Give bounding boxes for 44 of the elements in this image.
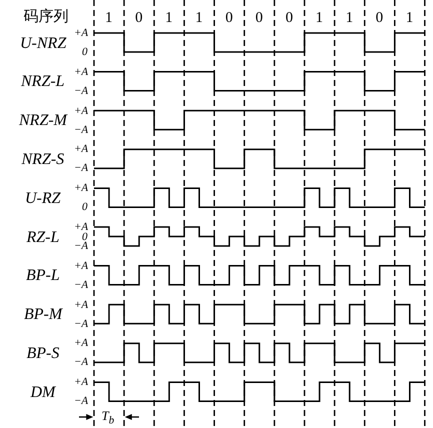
code-name: BP-L	[26, 268, 60, 284]
code-name: NRZ-L	[21, 74, 65, 90]
level-label: 0	[82, 202, 88, 212]
level-label: +A	[74, 377, 88, 388]
level-label: 0	[82, 232, 88, 242]
bit-value: 0	[225, 10, 233, 26]
level-label: −A	[74, 280, 88, 290]
bit-value: 1	[195, 10, 203, 26]
bit-value: 1	[165, 10, 173, 26]
bit-value: 1	[346, 10, 354, 26]
row-heading: 码序列	[24, 10, 68, 24]
code-name: NRZ-S	[22, 152, 64, 168]
code-name: U-RZ	[25, 190, 61, 207]
level-label: −A	[74, 124, 88, 135]
level-label: +A	[74, 28, 88, 38]
level-label: −A	[74, 86, 88, 96]
level-label: −A	[74, 318, 88, 329]
level-label: −A	[74, 357, 88, 368]
bit-value: 1	[105, 10, 113, 26]
code-name: BP-S	[26, 346, 60, 362]
bit-value: 0	[285, 10, 293, 26]
level-label: +A	[74, 144, 88, 154]
level-label: +A	[74, 260, 88, 271]
code-name: BP-M	[24, 307, 62, 324]
level-label: +A	[74, 222, 88, 232]
code-name: NRZ-M	[19, 113, 67, 130]
code-name: RZ-L	[26, 230, 60, 246]
period-label: T$_{b}$	[102, 408, 114, 426]
level-label: −A	[74, 241, 88, 251]
level-label: +A	[74, 183, 88, 194]
bit-value: 0	[376, 10, 384, 26]
level-label: −A	[74, 396, 88, 406]
bit-value: 1	[316, 10, 324, 26]
level-label: 0	[82, 47, 88, 57]
level-label: −A	[74, 163, 88, 174]
level-label: +A	[74, 106, 88, 116]
code-name: U-NRZ	[20, 36, 66, 52]
bit-value: 0	[255, 10, 263, 26]
bit-value: 0	[135, 10, 143, 26]
code-name: DM	[30, 384, 56, 401]
level-label: +A	[74, 300, 88, 310]
level-label: +A	[74, 66, 88, 77]
bit-value: 1	[406, 10, 414, 26]
level-label: +A	[74, 338, 88, 348]
